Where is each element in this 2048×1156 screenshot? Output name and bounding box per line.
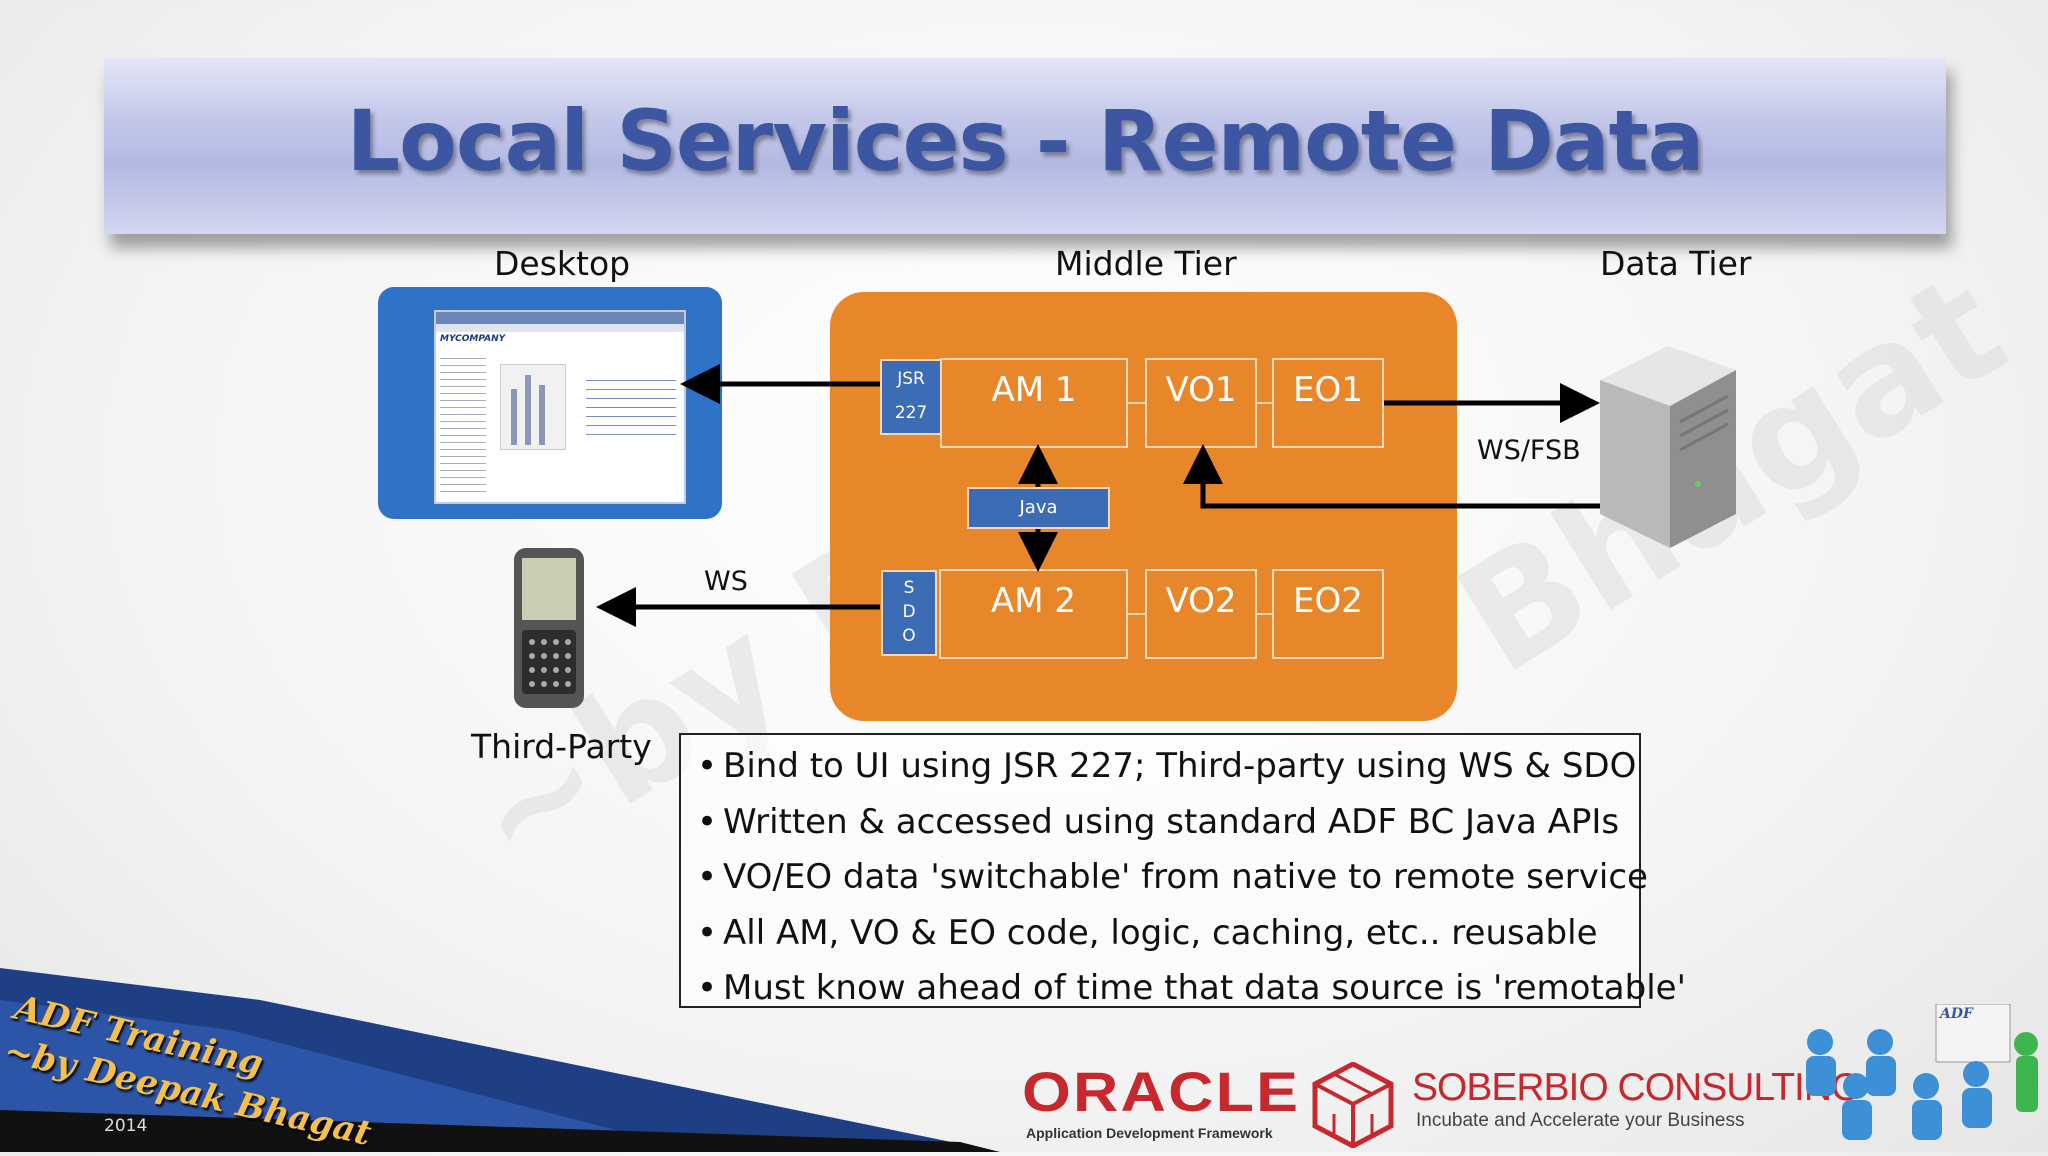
adf-board-label: ADF [1940,1006,1973,1022]
soberbio-tagline: Incubate and Accelerate your Business [1416,1110,1744,1132]
soberbio-name: SOBERBIO CONSULTING [1412,1066,1860,1110]
label-ws: WS [704,566,748,597]
bullet-item: •Written & accessed using standard ADF B… [697,795,1639,851]
oracle-logo: ORACLE [1022,1064,1300,1120]
bullet-item: •All AM, VO & EO code, logic, caching, e… [697,906,1639,962]
year-label: 2014 [104,1116,147,1136]
bullet-item: •VO/EO data 'switchable' from native to … [697,850,1639,906]
oracle-sub: Application Development Framework [1026,1125,1273,1141]
cube-logo-icon [1312,1062,1394,1148]
classroom-figures-icon [1796,1004,2048,1152]
bullet-text: All AM, VO & EO code, logic, caching, et… [723,913,1598,953]
phone-icon [508,546,594,714]
label-ws-fsb: WS/FSB [1477,435,1581,466]
bullet-text: VO/EO data 'switchable' from native to r… [723,857,1648,897]
server-icon [1598,344,1738,550]
bullet-text: Bind to UI using JSR 227; Third-party us… [723,746,1636,786]
bullet-item: •Bind to UI using JSR 227; Third-party u… [697,739,1639,795]
bullet-text: Written & accessed using standard ADF BC… [723,802,1619,842]
